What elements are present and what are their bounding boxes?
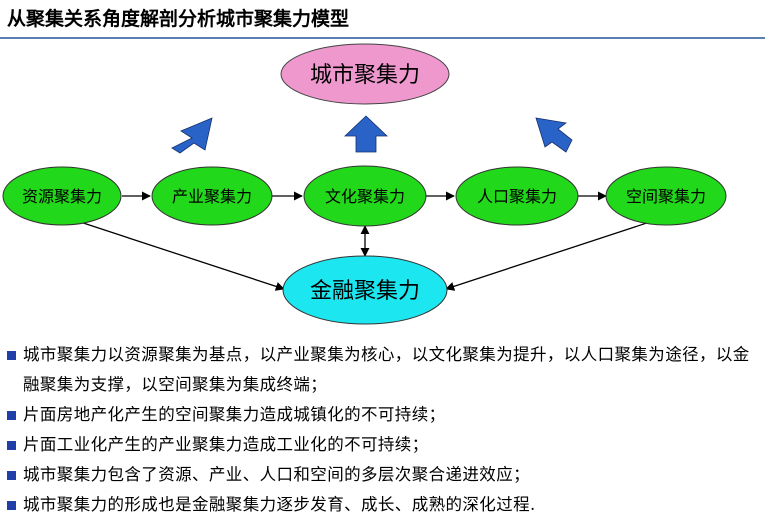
title-divider — [0, 37, 765, 39]
square-bullet-icon — [7, 411, 16, 420]
block-arrow-left-icon — [171, 117, 213, 154]
block-arrow-right-icon — [535, 117, 573, 153]
square-bullet-icon — [7, 441, 16, 450]
square-bullet-icon — [7, 501, 16, 510]
node-population-cluster-label: 人口聚集力 — [477, 187, 557, 206]
list-item: 城市聚集力以资源聚集为基点，以产业聚集为核心，以文化聚集为提升，以人口聚集为途径… — [5, 340, 760, 400]
square-bullet-icon — [7, 351, 16, 360]
list-item: 城市聚集力包含了资源、产业、人口和空间的多层次聚合递进效应； — [5, 460, 760, 490]
cluster-model-diagram: 城市聚集力 资源聚集力 产业聚集力 文化聚集力 人口聚集力 空间聚集力 金融聚集… — [2, 43, 727, 325]
node-industry-cluster: 产业聚集力 — [151, 166, 273, 226]
link-space-finance — [445, 216, 663, 291]
node-resource-cluster-label: 资源聚集力 — [22, 187, 102, 206]
list-item: 片面房地产化产生的空间聚集力造成城镇化的不可持续； — [5, 400, 760, 430]
node-resource-cluster: 资源聚集力 — [2, 166, 122, 226]
list-item: 片面工业化产生的产业聚集力造成工业化的不可持续； — [5, 430, 760, 460]
node-industry-cluster-label: 产业聚集力 — [172, 187, 252, 206]
node-finance-cluster-label: 金融聚集力 — [310, 279, 420, 304]
node-culture-cluster-label: 文化聚集力 — [325, 187, 405, 206]
bullet-list: 城市聚集力以资源聚集为基点，以产业聚集为核心，以文化聚集为提升，以人口聚集为途径… — [5, 340, 760, 520]
node-city-cluster-force: 城市聚集力 — [280, 43, 450, 105]
link-resource-finance — [67, 216, 285, 291]
node-culture-cluster: 文化聚集力 — [303, 165, 427, 227]
node-space-cluster: 空间聚集力 — [605, 166, 727, 226]
square-bullet-icon — [7, 471, 16, 480]
node-population-cluster: 人口聚集力 — [455, 166, 579, 226]
list-item: 城市聚集力的形成也是金融聚集力逐步发育、成长、成熟的深化过程. — [5, 490, 760, 520]
block-arrow-center-icon — [344, 115, 388, 153]
node-finance-cluster: 金融聚集力 — [282, 255, 448, 325]
node-city-cluster-force-label: 城市聚集力 — [310, 63, 420, 88]
page-title: 从聚集关系角度解剖分析城市聚集力模型 — [7, 8, 350, 30]
node-space-cluster-label: 空间聚集力 — [626, 187, 706, 206]
